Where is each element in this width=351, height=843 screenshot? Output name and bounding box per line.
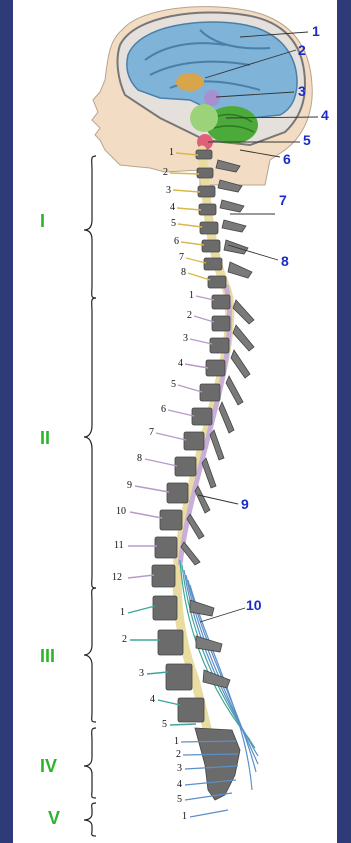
lumbar-number: 4 — [150, 695, 155, 705]
sacral-number: 1 — [174, 737, 179, 747]
region-braces — [84, 156, 96, 836]
cervical-number: 8 — [181, 268, 186, 278]
structure-label-9: 9 — [241, 497, 249, 511]
structure-label-3: 3 — [298, 84, 306, 98]
sacral-number: 3 — [177, 764, 182, 774]
coccygeal-number: 1 — [182, 812, 187, 822]
lumbar-number: 1 — [120, 608, 125, 618]
cervical-number: 5 — [171, 219, 176, 229]
sacral-number: 2 — [176, 750, 181, 760]
sacral-number: 5 — [177, 795, 182, 805]
thoracic-number: 9 — [127, 481, 132, 491]
midbrain — [204, 90, 220, 106]
lumbar-number: 5 — [162, 720, 167, 730]
thoracic-number: 10 — [116, 507, 126, 517]
thoracic-number: 5 — [171, 380, 176, 390]
cervical-number: 6 — [174, 237, 179, 247]
structure-label-10: 10 — [246, 598, 262, 612]
thoracic-number: 3 — [183, 334, 188, 344]
structure-label-4: 4 — [321, 108, 329, 122]
cervical-number: 2 — [163, 168, 168, 178]
thoracic-number: 7 — [149, 428, 154, 438]
structure-label-1: 1 — [312, 24, 320, 38]
sacral-number: 4 — [177, 780, 182, 790]
cervical-number: 1 — [169, 148, 174, 158]
structure-label-6: 6 — [283, 152, 291, 166]
region-label-coccygeal: V — [48, 809, 60, 827]
cervical-number: 7 — [179, 253, 184, 263]
region-label-cervical: I — [40, 212, 45, 230]
thoracic-number: 11 — [114, 541, 124, 551]
thoracic-number: 1 — [189, 291, 194, 301]
region-label-lumbar: III — [40, 647, 55, 665]
cervical-number: 4 — [170, 203, 175, 213]
thoracic-number: 8 — [137, 454, 142, 464]
region-label-sacral: IV — [40, 757, 57, 775]
thoracic-number: 12 — [112, 573, 122, 583]
thoracic-number: 4 — [178, 359, 183, 369]
lumbar-number: 2 — [122, 635, 127, 645]
pons — [190, 104, 218, 132]
structure-label-8: 8 — [281, 254, 289, 268]
structure-label-7: 7 — [279, 193, 287, 207]
lumbar-number: 3 — [139, 669, 144, 679]
cervical-number: 3 — [166, 186, 171, 196]
thoracic-number: 6 — [161, 405, 166, 415]
thalamus — [176, 73, 204, 91]
structure-label-2: 2 — [298, 43, 306, 57]
region-label-thoracic: II — [40, 429, 50, 447]
thoracic-number: 2 — [187, 311, 192, 321]
structure-label-5: 5 — [303, 133, 311, 147]
